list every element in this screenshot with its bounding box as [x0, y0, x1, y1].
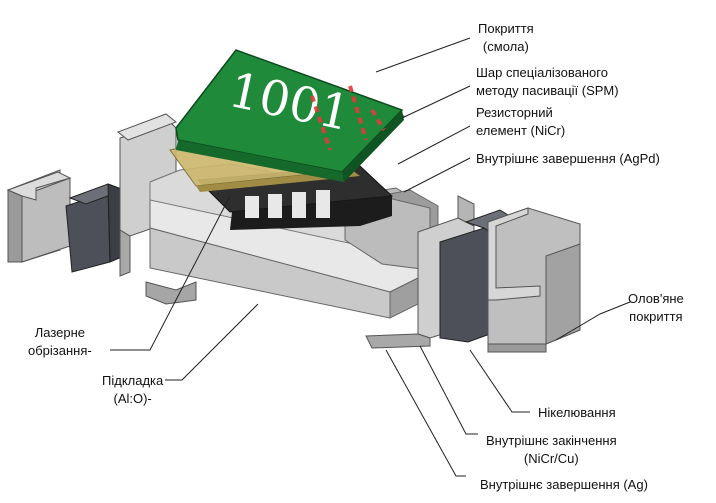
left-tin-cap — [6, 169, 72, 263]
label-laser-trim-line2: обрізання- — [28, 343, 92, 358]
label-resistor-element-line2: елемент (NiCr) — [476, 123, 566, 138]
label-laser-trim-line1: Лазерне — [34, 325, 86, 340]
label-tin-coating-line1: Олов'яне — [628, 291, 684, 306]
label-inner-termination-nicr-cu-line2: (NiCr/Cu) — [523, 451, 579, 466]
label-spm-line2: методу пасивації (SPM) — [476, 83, 619, 98]
label-resistor-element: Резисторний елемент (NiCr) — [476, 104, 565, 140]
label-spm-line1: Шар спеціалізованого — [476, 65, 608, 80]
right-tin-cap — [487, 207, 581, 353]
label-spm: Шар спеціалізованого методу пасивації (S… — [476, 64, 619, 100]
label-tin-coating: Олов'яне покриття — [628, 290, 684, 326]
laser-trim-marks — [310, 85, 386, 151]
label-tin-coating-line2: покриття — [629, 309, 683, 324]
label-coating: Покриття (смола) — [478, 20, 534, 56]
label-inner-termination-agpd: Внутрішнє завершення (AgPd) — [476, 150, 660, 168]
label-inner-termination-nicr-cu-line1: Внутрішнє закінчення — [486, 433, 617, 448]
label-substrate-line1: Підкладка — [102, 373, 164, 388]
label-coating-line2: (смола) — [482, 39, 529, 54]
label-inner-termination-agpd-line1: Внутрішнє завершення (AgPd) — [476, 151, 660, 166]
label-substrate-line2: (Al:O)- — [113, 391, 152, 406]
label-nickel-plating-line1: Нікелювання — [538, 405, 616, 420]
label-substrate: Підкладка (Al:O)- — [102, 372, 163, 408]
label-resistor-element-line1: Резисторний — [476, 105, 553, 120]
label-inner-termination-nicr-cu: Внутрішнє закінчення (NiCr/Cu) — [486, 432, 617, 468]
leader-lines — [110, 37, 631, 477]
label-coating-line1: Покриття — [478, 21, 534, 36]
label-laser-trim: Лазерне обрізання- — [28, 324, 92, 360]
resin-coating — [175, 49, 404, 182]
left-nickel-layer — [65, 183, 126, 273]
label-inner-termination-ag-line1: Внутрішнє завершення (Ag) — [480, 477, 648, 492]
label-inner-termination-ag: Внутрішнє завершення (Ag) — [480, 476, 648, 494]
label-nickel-plating: Нікелювання — [538, 404, 616, 422]
